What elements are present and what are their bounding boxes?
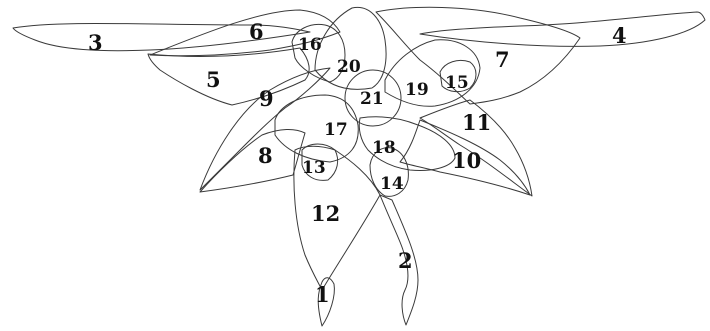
- region-8-outline: [200, 129, 305, 192]
- region-label-1: 1: [315, 282, 330, 307]
- region-label-13: 13: [302, 158, 326, 178]
- region-label-2: 2: [398, 248, 413, 273]
- region-4-outline: [420, 12, 705, 46]
- region-label-20: 20: [337, 57, 361, 77]
- region-label-18: 18: [372, 138, 396, 158]
- region-label-4: 4: [612, 23, 627, 48]
- region-20-outline: [315, 7, 386, 89]
- region-label-15: 15: [445, 73, 469, 93]
- region-label-6: 6: [249, 19, 264, 44]
- region-label-14: 14: [380, 174, 404, 194]
- region-3-outline: [13, 23, 310, 50]
- region-label-12: 12: [311, 201, 340, 226]
- region-label-3: 3: [88, 30, 103, 55]
- region-label-17: 17: [324, 120, 348, 140]
- region-label-7: 7: [495, 47, 510, 72]
- region-label-5: 5: [206, 67, 221, 92]
- region-label-21: 21: [360, 89, 384, 109]
- region-label-16: 16: [298, 35, 322, 55]
- region-label-8: 8: [258, 143, 273, 168]
- region-label-11: 11: [462, 110, 491, 135]
- region-label-19: 19: [405, 80, 429, 100]
- region-label-9: 9: [259, 86, 274, 111]
- region-label-10: 10: [452, 148, 481, 173]
- region-5-outline: [148, 48, 309, 105]
